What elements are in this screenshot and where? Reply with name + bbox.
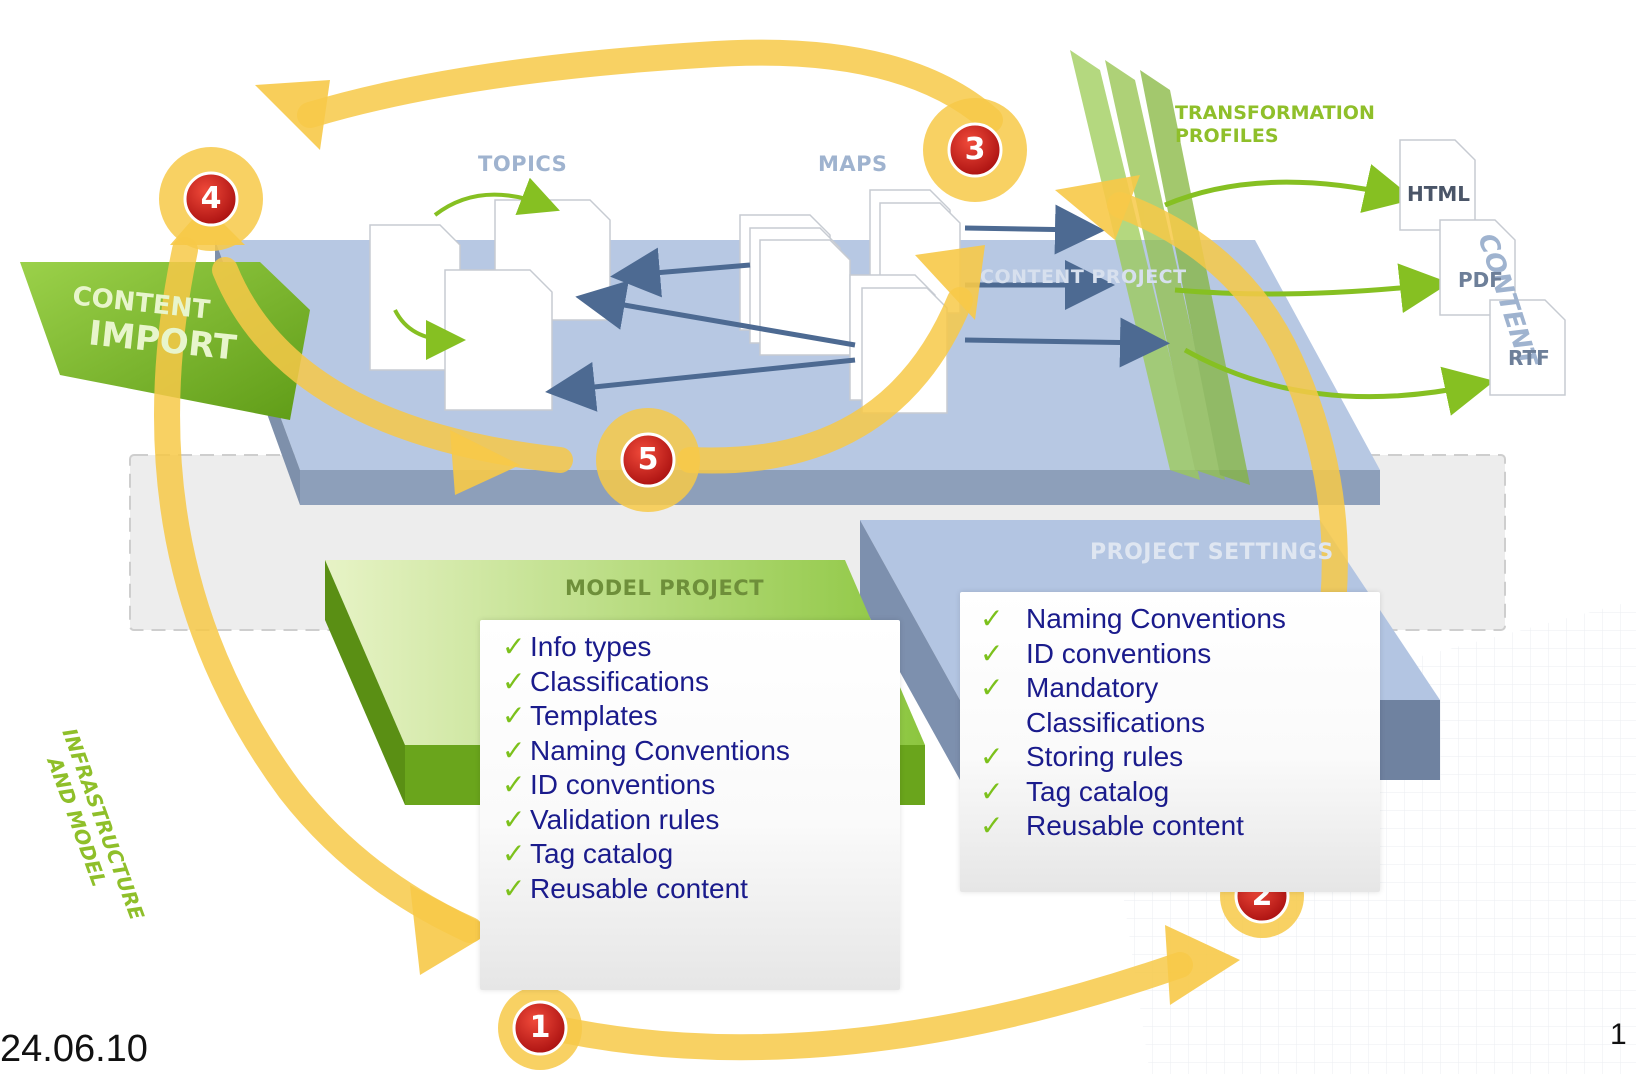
maps-label: MAPS [818,152,888,176]
output-pdf-label: PDF [1458,268,1503,292]
arrow-3-to-4 [297,39,1003,133]
transformation-label-line-2: PROFILES [1175,125,1279,147]
list-item: Naming Conventions [502,734,790,769]
map-transform-arrows [964,204,1170,368]
step-1-number: 1 [529,1010,551,1045]
step-4-number: 4 [200,181,222,216]
transformation-profiles-label: TRANSFORMATION PROFILES [1175,102,1375,148]
model-project-label: MODEL PROJECT [565,576,765,600]
arrow-5-to-3 [677,287,973,474]
list-item: Tag catalog [980,775,1286,810]
list-item: Classifications [502,665,790,700]
project-settings-card: Naming Conventions ID conventions Mandat… [960,592,1380,892]
step-3-number: 3 [964,132,986,167]
project-settings-list: Naming Conventions ID conventions Mandat… [980,602,1286,844]
list-item: Mandatory [980,671,1286,706]
arrow-4-to-5 [212,257,573,473]
list-item: Storing rules [980,740,1286,775]
list-item: Reusable content [502,872,790,907]
step-1-badge: 1 [520,1008,560,1048]
topics-label: TOPICS [478,152,568,176]
step-3-badge: 3 [955,130,995,170]
output-html-label: HTML [1407,182,1471,206]
list-item: ID conventions [980,637,1286,672]
list-item: ID conventions [502,768,790,803]
list-item: Validation rules [502,803,790,838]
project-settings-label: PROJECT SETTINGS [1090,540,1334,565]
output-documents [1399,139,1566,396]
list-item: Naming Conventions [980,602,1286,637]
footer-date: 24.06.10 [0,1028,148,1070]
content-project-label: CONTENT PROJECT [980,266,1187,288]
output-rtf-label: RTF [1508,346,1550,370]
topic-green-arrow [433,177,560,217]
model-project-card: Info types Classifications Templates Nam… [480,620,900,990]
transformation-label-line-1: TRANSFORMATION [1175,102,1375,124]
output-arrows [1164,164,1495,416]
topic-green-arrow-2 [393,309,466,360]
map-topic-arrows [545,247,856,412]
step-4-badge: 4 [191,179,231,219]
list-item: Info types [502,630,790,665]
footer-page-number: 1 [1610,1018,1627,1051]
list-item: Templates [502,699,790,734]
step-5-number: 5 [637,442,659,477]
transformation-profile-sheets [1070,50,1250,485]
model-project-list: Info types Classifications Templates Nam… [502,630,790,906]
arrow-1-to-2 [527,952,1193,1061]
list-item: Reusable content [980,809,1286,844]
step-5-badge: 5 [628,440,668,480]
list-item-continuation: Classifications [1026,706,1205,738]
arrow-4-to-1 [154,237,483,943]
list-item: Tag catalog [502,837,790,872]
